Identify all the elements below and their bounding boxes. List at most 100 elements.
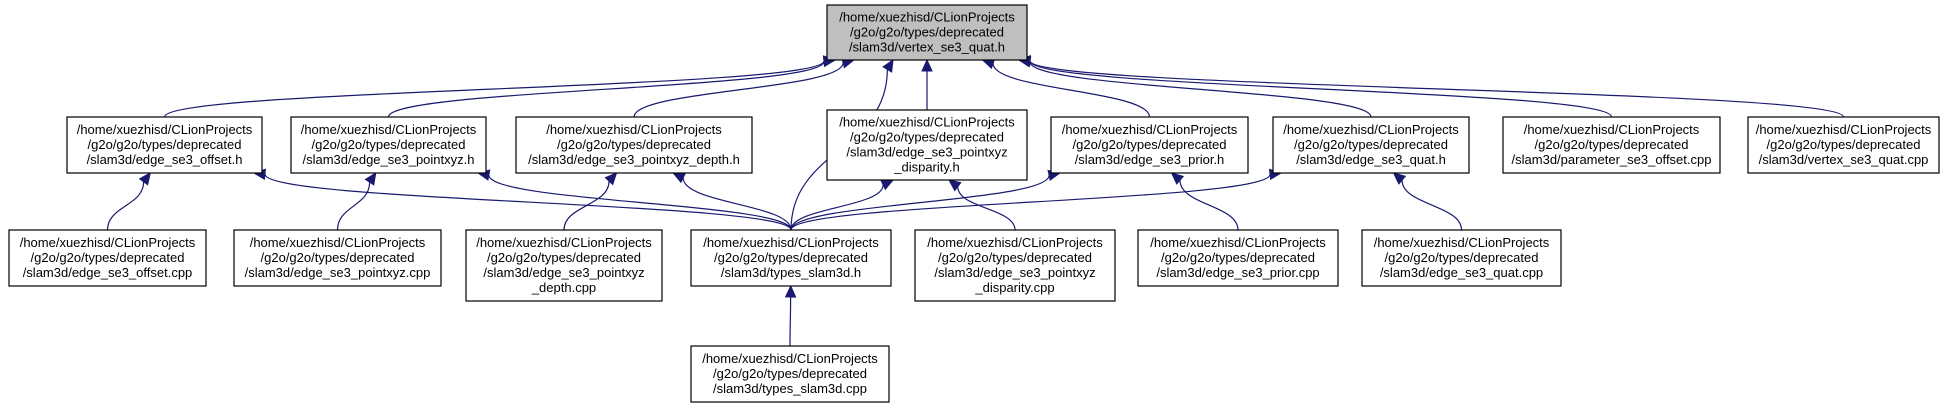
edge-line	[633, 62, 844, 118]
node-label-line: /home/xuezhisd/CLionProjects	[1062, 122, 1238, 137]
edge-edge-disparity-h-to-vertex-quat-h	[921, 58, 933, 110]
node-label-line: /slam3d/edge_se3_pointxyz	[846, 145, 1007, 160]
node-label-line: /home/xuezhisd/CLionProjects	[1374, 235, 1550, 250]
node-label-line: /slam3d/edge_se3_pointxyz	[934, 265, 1095, 280]
edge-arrowhead	[882, 58, 894, 73]
edge-line	[336, 182, 371, 231]
node-edge-offset-cpp[interactable]: /home/xuezhisd/CLionProjects/g2o/g2o/typ…	[8, 229, 207, 287]
node-box	[826, 109, 1028, 181]
edge-line	[790, 175, 1050, 231]
node-label-line: /g2o/g2o/types/deprecated	[1161, 250, 1315, 265]
node-label-line: /g2o/g2o/types/deprecated	[713, 366, 867, 381]
node-label-line: /g2o/g2o/types/deprecated	[1385, 250, 1539, 265]
edge-arrowhead	[1392, 172, 1407, 185]
node-label-line: /slam3d/edge_se3_offset.cpp	[23, 265, 193, 280]
edge-line	[106, 181, 145, 231]
node-label-line: /g2o/g2o/types/deprecated	[1767, 137, 1921, 152]
edge-types-slam3d-h-to-edge-offset-h	[252, 168, 792, 231]
node-box	[914, 229, 1116, 302]
node-label-line: /slam3d/edge_se3_pointxyz.cpp	[245, 265, 431, 280]
node-label-line: /home/xuezhisd/CLionProjects	[20, 235, 196, 250]
edge-line	[957, 186, 1016, 231]
node-box	[1747, 116, 1940, 174]
node-label-line: /slam3d/vertex_se3_quat.h	[849, 40, 1005, 55]
node-label-line: /home/xuezhisd/CLionProjects	[77, 122, 253, 137]
node-edge-depth-h[interactable]: /home/xuezhisd/CLionProjects/g2o/g2o/typ…	[515, 116, 753, 174]
node-label-line: /home/xuezhisd/CLionProjects	[476, 235, 652, 250]
node-edge-quat-h[interactable]: /home/xuezhisd/CLionProjects/g2o/g2o/typ…	[1272, 116, 1470, 174]
node-label-line: /g2o/g2o/types/deprecated	[31, 250, 185, 265]
node-box	[690, 229, 892, 287]
node-label-line: /g2o/g2o/types/deprecated	[850, 130, 1004, 145]
node-label-line: /slam3d/edge_se3_prior.cpp	[1156, 265, 1319, 280]
node-label-line: /slam3d/edge_se3_quat.cpp	[1380, 265, 1543, 280]
edge-line	[1029, 60, 1845, 118]
node-types-slam3d-h[interactable]: /home/xuezhisd/CLionProjects/g2o/g2o/typ…	[690, 229, 892, 287]
node-box	[8, 229, 207, 287]
node-label-line: /home/xuezhisd/CLionProjects	[250, 235, 426, 250]
node-label-line: _disparity.h	[893, 160, 960, 175]
node-label-line: /slam3d/edge_se3_pointxyz	[483, 265, 644, 280]
node-label-line: /slam3d/edge_se3_prior.h	[1075, 152, 1225, 167]
node-edge-pointxyz-cpp[interactable]: /home/xuezhisd/CLionProjects/g2o/g2o/typ…	[233, 229, 442, 287]
node-label-line: /slam3d/types_slam3d.cpp	[713, 381, 867, 396]
node-vertex-quat-h[interactable]: /home/xuezhisd/CLionProjects/g2o/g2o/typ…	[826, 4, 1028, 61]
edges-layer	[106, 55, 1845, 347]
nodes-layer: /home/xuezhisd/CLionProjects/g2o/g2o/typ…	[8, 4, 1940, 403]
node-label-line: /slam3d/parameter_se3_offset.cpp	[1512, 152, 1712, 167]
edge-edge-prior-h-to-vertex-quat-h	[981, 58, 1151, 118]
edge-arrowhead	[784, 284, 797, 298]
node-param-offset-cpp[interactable]: /home/xuezhisd/CLionProjects/g2o/g2o/typ…	[1502, 116, 1721, 174]
node-label-line: /g2o/g2o/types/deprecated	[88, 137, 242, 152]
node-box	[1502, 116, 1721, 174]
node-box	[1272, 116, 1470, 174]
node-edge-depth-cpp[interactable]: /home/xuezhisd/CLionProjects/g2o/g2o/typ…	[465, 229, 663, 302]
node-label-line: /home/xuezhisd/CLionProjects	[839, 115, 1015, 130]
node-label-line: /g2o/g2o/types/deprecated	[1073, 137, 1227, 152]
node-box	[465, 229, 663, 302]
node-label-line: /home/xuezhisd/CLionProjects	[703, 235, 879, 250]
node-box	[290, 116, 487, 174]
edge-arrowhead	[1170, 172, 1185, 185]
edge-line	[1029, 60, 1613, 118]
node-edge-prior-h[interactable]: /home/xuezhisd/CLionProjects/g2o/g2o/typ…	[1050, 116, 1249, 174]
edge-types-slam3d-cpp-to-types-slam3d-h	[784, 284, 797, 347]
node-label-line: /slam3d/types_slam3d.h	[721, 265, 861, 280]
edge-edge-depth-h-to-vertex-quat-h	[633, 57, 855, 118]
node-vertex-quat-cpp[interactable]: /home/xuezhisd/CLionProjects/g2o/g2o/typ…	[1747, 116, 1940, 174]
node-label-line: _disparity.cpp	[974, 280, 1054, 295]
node-box	[66, 116, 263, 174]
edge-arrowhead	[364, 171, 377, 186]
edge-line	[789, 296, 792, 347]
node-edge-quat-cpp[interactable]: /home/xuezhisd/CLionProjects/g2o/g2o/typ…	[1361, 229, 1562, 287]
node-edge-offset-h[interactable]: /home/xuezhisd/CLionProjects/g2o/g2o/typ…	[66, 116, 263, 174]
node-edge-disparity-h[interactable]: /home/xuezhisd/CLionProjects/g2o/g2o/typ…	[826, 109, 1028, 181]
edge-edge-quat-h-to-vertex-quat-h	[1017, 56, 1372, 118]
edge-types-slam3d-h-to-edge-pointxyz-h	[476, 169, 792, 231]
edge-line	[488, 174, 792, 231]
node-label-line: /home/xuezhisd/CLionProjects	[927, 235, 1103, 250]
edge-line	[163, 60, 825, 118]
node-label-line: /slam3d/edge_se3_pointxyz.h	[302, 152, 474, 167]
node-label-line: /g2o/g2o/types/deprecated	[557, 137, 711, 152]
node-label-line: /slam3d/edge_se3_quat.h	[1296, 152, 1446, 167]
edge-line	[992, 63, 1151, 118]
edge-arrowhead	[138, 172, 151, 186]
node-label-line: /home/xuezhisd/CLionProjects	[546, 122, 722, 137]
node-box	[690, 345, 890, 403]
node-label-line: /slam3d/edge_se3_pointxyz_depth.h	[528, 152, 740, 167]
edge-line	[264, 173, 792, 231]
node-edge-disparity-cpp[interactable]: /home/xuezhisd/CLionProjects/g2o/g2o/typ…	[914, 229, 1116, 302]
node-types-slam3d-cpp[interactable]: /home/xuezhisd/CLionProjects/g2o/g2o/typ…	[690, 345, 890, 403]
edge-edge-pointxyz-cpp-to-edge-pointxyz-h	[336, 171, 377, 231]
node-label-line: /home/xuezhisd/CLionProjects	[1756, 122, 1932, 137]
node-edge-pointxyz-h[interactable]: /home/xuezhisd/CLionProjects/g2o/g2o/typ…	[290, 116, 487, 174]
node-label-line: /home/xuezhisd/CLionProjects	[301, 122, 477, 137]
edge-line	[682, 177, 792, 231]
node-label-line: /g2o/g2o/types/deprecated	[850, 25, 1004, 40]
edge-edge-disparity-cpp-to-edge-disparity-h	[948, 179, 1016, 231]
node-label-line: /g2o/g2o/types/deprecated	[312, 137, 466, 152]
node-edge-prior-cpp[interactable]: /home/xuezhisd/CLionProjects/g2o/g2o/typ…	[1137, 229, 1339, 287]
edge-arrowhead	[921, 58, 933, 72]
